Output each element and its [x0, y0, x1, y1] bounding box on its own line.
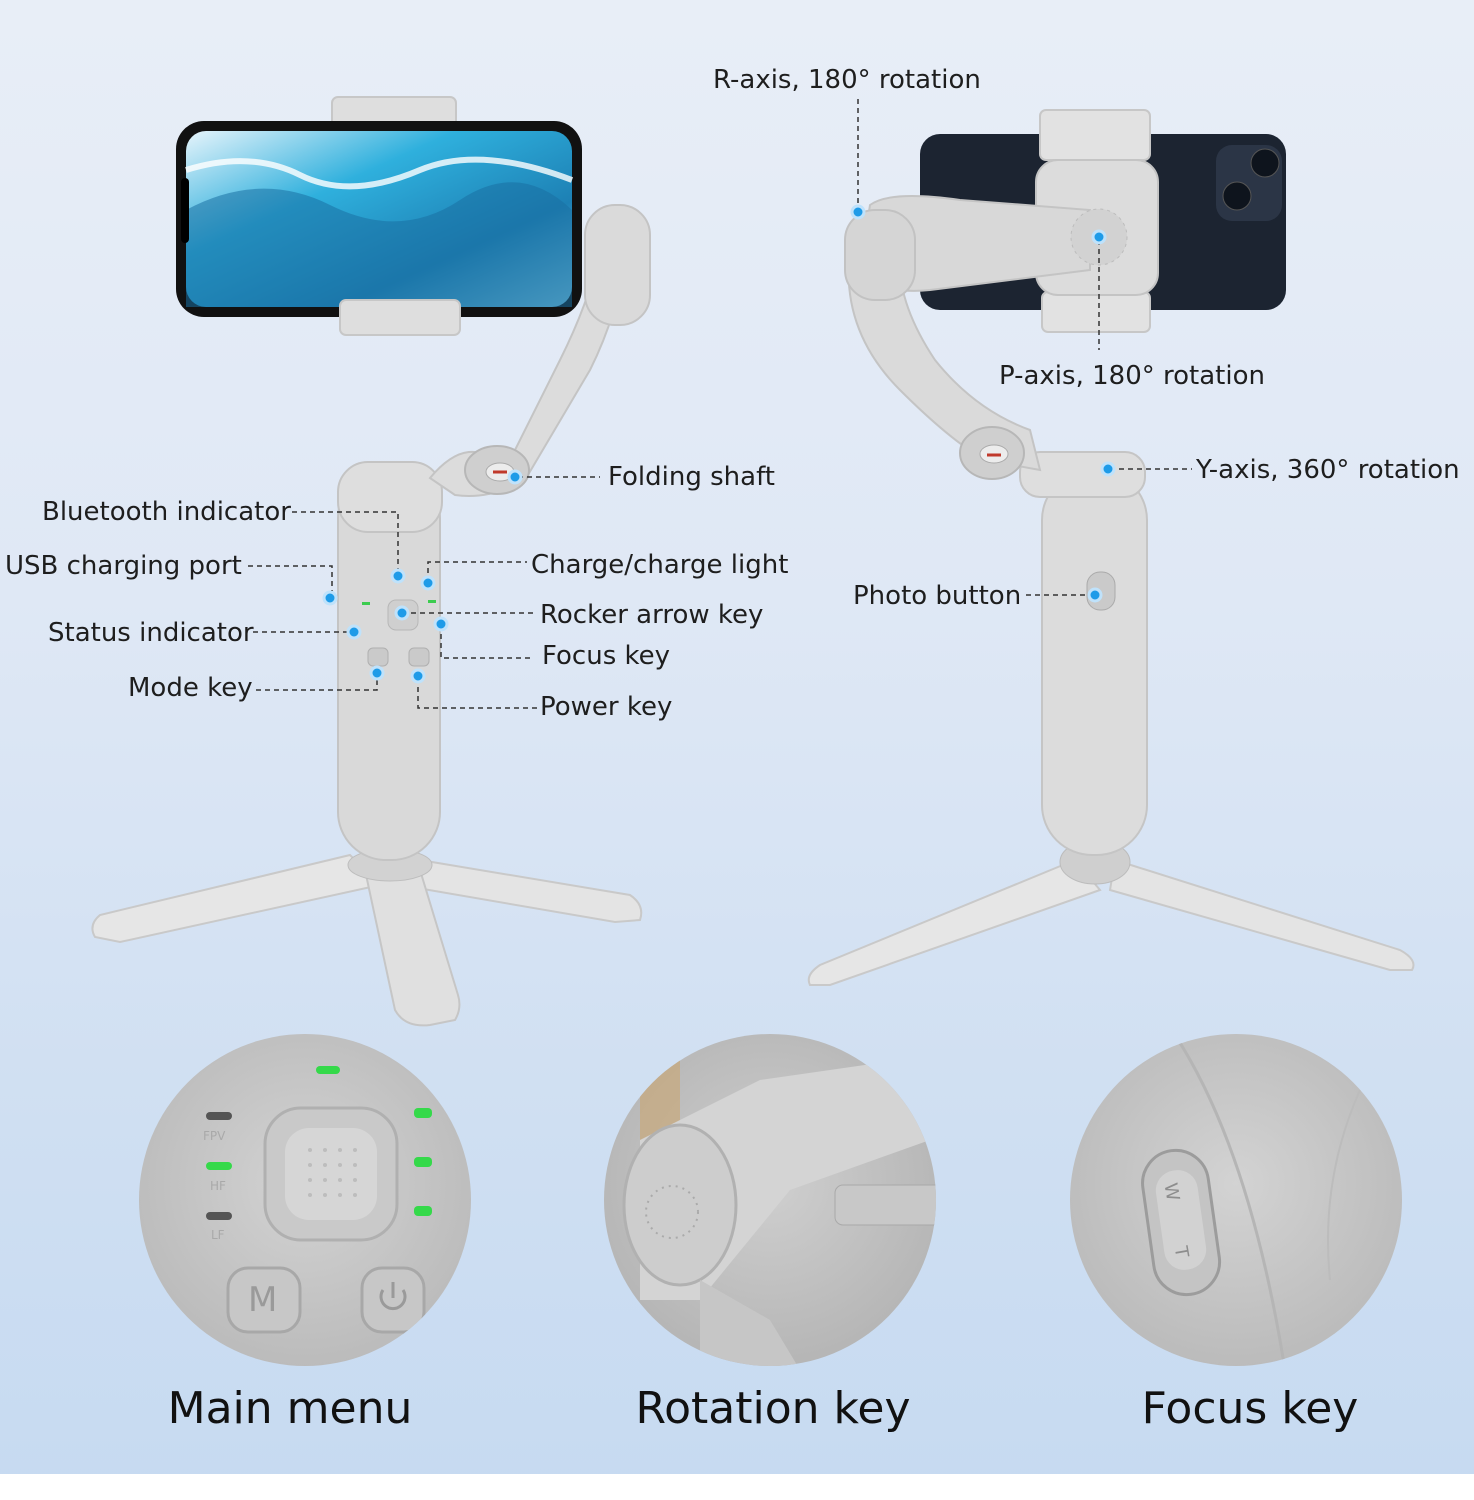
bottom-strip: [0, 1474, 1474, 1500]
r-axis-label: R-axis, 180° rotation: [713, 65, 981, 95]
closeup-rotation-key: [604, 1034, 936, 1366]
closeup-focus-key: [1070, 1034, 1402, 1366]
lf-marking: LF: [211, 1228, 225, 1242]
p-axis-label: P-axis, 180° rotation: [999, 361, 1265, 391]
fpv-marking: FPV: [203, 1129, 226, 1143]
bluetooth-indicator-label: Bluetooth indicator: [42, 497, 291, 527]
hf-marking: HF: [210, 1179, 226, 1193]
focus-key-caption: Focus key: [1141, 1383, 1359, 1434]
rotation-key-caption: Rotation key: [635, 1383, 911, 1434]
focus-w-marking: W: [1159, 1181, 1184, 1203]
y-axis-label: Y-axis, 360° rotation: [1196, 455, 1460, 485]
rocker-key-label: Rocker arrow key: [540, 600, 764, 630]
main-menu-caption: Main menu: [167, 1383, 413, 1434]
right-gimbal-device: [807, 109, 1415, 986]
focus-key-callout: Focus key: [542, 641, 671, 671]
photo-button-label: Photo button: [853, 581, 1022, 611]
mode-key-label: Mode key: [128, 673, 253, 703]
left-gimbal-device: [91, 96, 651, 1027]
dot-y-axis: [1100, 461, 1116, 477]
callout-lines: [248, 99, 1192, 709]
dot-r-axis: [850, 204, 866, 220]
mode-letter-marking: M: [248, 1280, 278, 1320]
usb-port-label: USB charging port: [5, 551, 242, 581]
callout-dots: [322, 204, 1116, 684]
dot-mode: [369, 665, 385, 681]
dot-rocker: [394, 605, 410, 621]
dot-usb: [322, 590, 338, 606]
dot-p-axis: [1091, 229, 1107, 245]
dot-status: [346, 624, 362, 640]
dot-focus: [433, 616, 449, 632]
charge-light-label: Charge/charge light: [531, 550, 789, 580]
dot-charge-light: [420, 575, 436, 591]
folding-shaft-label: Folding shaft: [608, 462, 775, 492]
dot-folding-shaft: [507, 469, 523, 485]
status-indicator-label: Status indicator: [48, 618, 254, 648]
power-key-label: Power key: [540, 692, 673, 722]
dot-bluetooth: [390, 568, 406, 584]
dot-power: [410, 668, 426, 684]
dot-photo: [1087, 587, 1103, 603]
closeup-main-menu: [139, 1034, 471, 1366]
